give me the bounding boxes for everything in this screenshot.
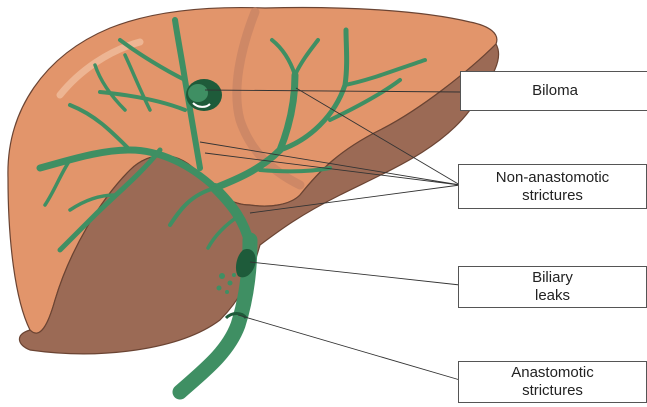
label-non-anastomotic-strictures: Non-anastomotic strictures <box>458 164 647 209</box>
label-biliary-leaks: Biliary leaks <box>458 266 647 308</box>
label-anastomotic-text: Anastomotic strictures <box>511 364 594 400</box>
label-non-anastomotic-text: Non-anastomotic strictures <box>496 169 609 205</box>
label-biloma: Biloma <box>460 71 647 111</box>
label-biliary-leaks-text: Biliary leaks <box>532 269 573 305</box>
biloma-highlight <box>188 84 208 102</box>
label-anastomotic-strictures: Anastomotic strictures <box>458 361 647 403</box>
label-biloma-text: Biloma <box>532 82 578 100</box>
